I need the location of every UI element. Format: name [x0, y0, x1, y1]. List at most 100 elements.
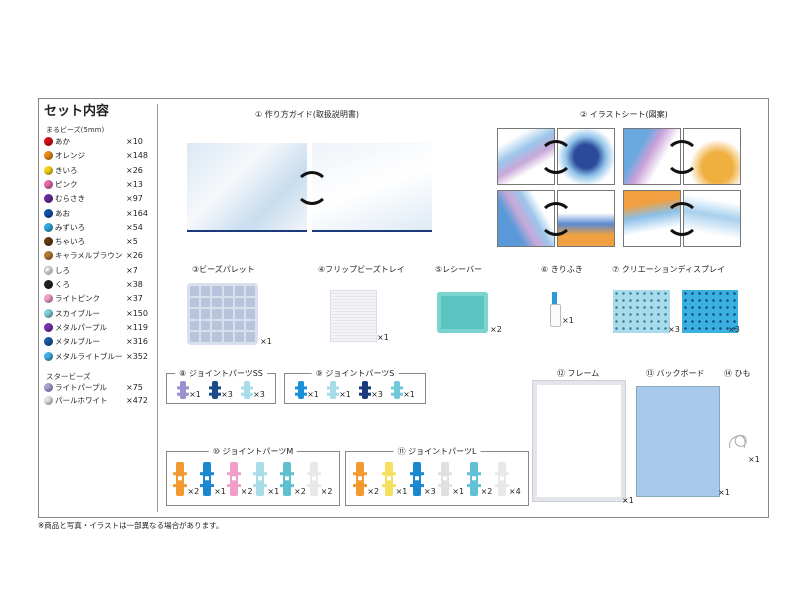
bead-item: ちゃいろ×5	[44, 236, 156, 247]
palette-cell	[201, 297, 211, 308]
joint-part-icon	[353, 462, 368, 496]
joint-qty: ×3	[423, 487, 436, 496]
bead-name: オレンジ	[55, 151, 85, 161]
joint-label: ⑪ ジョイントパーツL	[393, 446, 481, 457]
disclaimer-note: ※商品と写真・イラストは一部異なる場合があります。	[38, 521, 224, 530]
palette-cell	[245, 332, 255, 342]
palette-cell	[212, 286, 222, 296]
bead-color-icon	[44, 179, 53, 189]
string-qty: ×1	[748, 455, 760, 464]
palette-cell	[245, 320, 255, 331]
joint-box-s: ⑨ ジョイントパーツS×1×1×3×1	[284, 368, 426, 404]
palette-cell	[223, 332, 233, 342]
joint-part-icon	[381, 462, 396, 496]
frame-image	[533, 381, 625, 501]
page-title: セット内容	[44, 104, 110, 119]
bead-item: あか×10	[44, 136, 156, 147]
bead-color-icon	[44, 151, 53, 161]
joint-part: ×3	[209, 381, 233, 399]
palette-qty: ×1	[260, 337, 272, 346]
bead-name: ピンク	[55, 179, 78, 189]
joint-part-icon	[359, 381, 372, 399]
joint-part-icon	[295, 381, 308, 399]
bead-color-icon	[44, 294, 53, 304]
joint-qty: ×2	[367, 487, 380, 496]
display-plate-light-image	[613, 290, 670, 333]
joint-part: ×1	[177, 381, 201, 399]
palette-cell	[190, 309, 200, 319]
bead-count: ×54	[126, 222, 143, 232]
backboard-label: ⑬ バックボード	[646, 369, 705, 378]
bead-item: ライトパープル×75	[44, 382, 156, 393]
bead-color-icon	[44, 308, 53, 318]
bead-name: しろ	[55, 265, 70, 275]
string-image	[729, 434, 747, 449]
bead-count: ×472	[126, 396, 148, 405]
star-beads-label: スタービーズ	[46, 372, 91, 381]
joint-qty: ×3	[221, 390, 233, 399]
palette-cell	[223, 286, 233, 296]
bead-item: パールホワイト×472	[44, 395, 156, 406]
joint-qty: ×3	[253, 390, 265, 399]
joint-label: ⑧ ジョイントパーツSS	[175, 368, 267, 379]
palette-cell	[190, 320, 200, 331]
display-qty-1: ×3	[668, 325, 680, 334]
bead-name: メタルパープル	[55, 322, 108, 332]
receiver-label: ⑤レシーバー	[435, 265, 483, 274]
bead-name: ライトパープル	[55, 383, 108, 392]
bead-count: ×26	[126, 251, 143, 261]
joint-qty: ×1	[339, 390, 351, 399]
rotate-arrow-icon	[539, 202, 573, 236]
joint-part: ×2	[173, 462, 199, 496]
joint-part-icon	[494, 462, 509, 496]
bead-item: しろ ×7	[44, 265, 156, 276]
joint-qty: ×1	[307, 390, 319, 399]
frame-qty: ×1	[622, 496, 634, 505]
palette-cell	[245, 297, 255, 308]
tray-qty: ×1	[377, 333, 389, 342]
bead-color-icon	[44, 165, 53, 175]
bead-color-icon	[44, 383, 53, 392]
bead-color-icon	[44, 137, 53, 146]
palette-cell	[201, 286, 211, 296]
joint-box-l: ⑪ ジョイントパーツL×2×1×3×1×2×4	[345, 446, 529, 506]
palette-cell	[212, 309, 222, 319]
bead-color-icon	[44, 351, 53, 361]
display-plate-blue-image	[682, 290, 738, 333]
bead-item: メタルライトブルー×352	[44, 351, 156, 362]
joint-part: ×4	[494, 462, 521, 496]
joint-part-icon	[280, 462, 295, 496]
column-divider	[157, 104, 158, 512]
bead-name: きいろ	[55, 165, 78, 175]
bead-color-icon	[44, 237, 53, 247]
bead-color-icon	[44, 222, 53, 232]
spray-label: ⑥ きりふき	[541, 265, 583, 274]
joint-label: ⑩ ジョイントパーツM	[208, 446, 298, 457]
tray-label: ④フリップビーズトレイ	[318, 265, 405, 274]
bead-name: キャラメルブラウン	[55, 251, 123, 261]
bead-count: ×7	[126, 265, 138, 275]
joint-qty: ×1	[214, 487, 226, 496]
bead-color-icon	[44, 396, 53, 405]
bead-name: あお	[55, 208, 70, 218]
display-qty-2: ×3	[728, 325, 740, 334]
joint-part: ×1	[327, 381, 351, 399]
bead-color-icon	[44, 194, 53, 204]
joint-part: ×1	[391, 381, 415, 399]
joint-part: ×2	[353, 462, 379, 496]
bead-name: ライトピンク	[55, 294, 100, 304]
palette-cell	[190, 286, 200, 296]
bead-count: ×352	[126, 351, 148, 361]
joint-part: ×2	[466, 462, 492, 496]
palette-label: ③ビーズパレット	[192, 265, 255, 274]
palette-cell	[212, 320, 222, 331]
spray-bottle-image	[552, 292, 557, 304]
joint-label: ⑨ ジョイントパーツS	[311, 368, 399, 379]
guide-label: ① 作り方ガイド(取扱説明書)	[255, 110, 359, 119]
bead-name: あか	[55, 137, 70, 146]
palette-cell	[212, 332, 222, 342]
round-beads-label: まるビーズ(5mm)	[46, 126, 105, 134]
bead-color-icon	[44, 337, 53, 347]
bead-item: キャラメルブラウン×26	[44, 250, 156, 261]
joint-qty: ×4	[508, 487, 521, 496]
